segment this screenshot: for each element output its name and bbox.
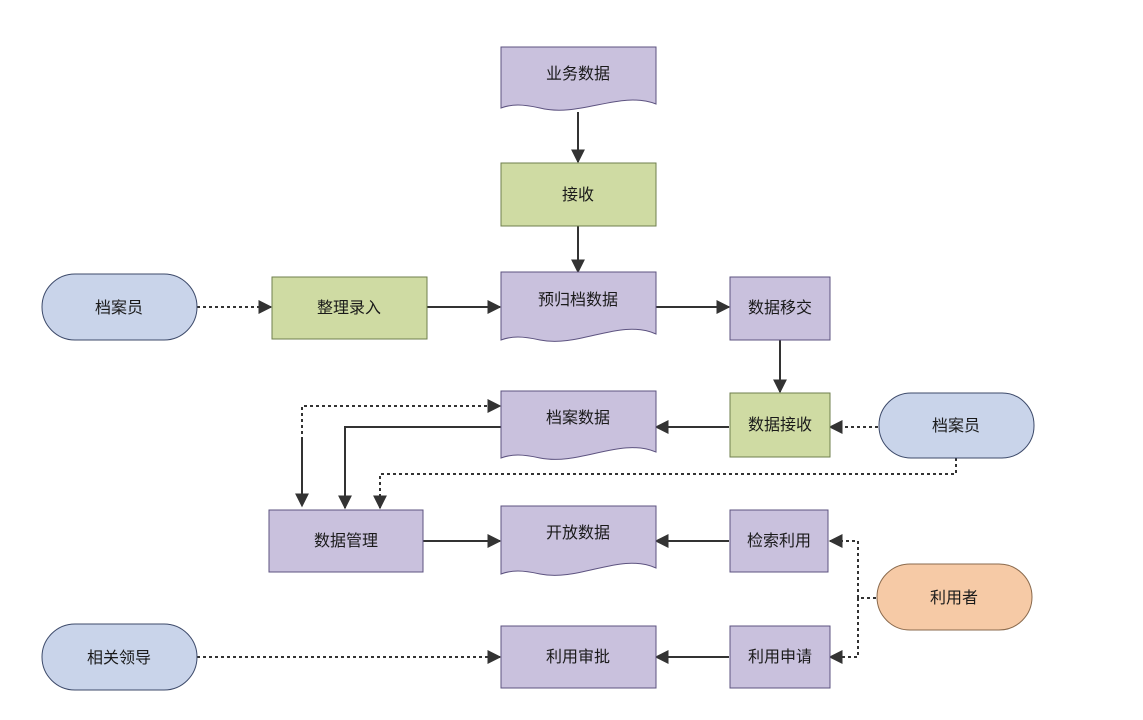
node-use-approval-label: 利用审批 bbox=[546, 647, 610, 666]
node-data-management[interactable]: 数据管理 bbox=[268, 509, 424, 573]
node-user-label: 利用者 bbox=[930, 588, 978, 607]
node-related-leader-label: 相关领导 bbox=[87, 648, 151, 667]
dotted-user-to-application bbox=[828, 598, 859, 664]
node-open-data[interactable]: 开放数据 bbox=[500, 505, 657, 576]
node-archivist-right[interactable]: 档案员 bbox=[878, 392, 1035, 459]
node-data-receive-label: 数据接收 bbox=[748, 415, 812, 434]
connectors-solid bbox=[338, 112, 787, 664]
connectors-dotted bbox=[197, 300, 957, 664]
node-business-data-label: 业务数据 bbox=[546, 64, 610, 83]
node-archivist-right-label: 档案员 bbox=[932, 416, 980, 435]
node-receive-label: 接收 bbox=[562, 185, 594, 204]
node-related-leader[interactable]: 相关领导 bbox=[41, 623, 198, 691]
node-pre-archive-data-label: 预归档数据 bbox=[538, 290, 618, 309]
node-user[interactable]: 利用者 bbox=[876, 563, 1033, 631]
node-archivist-top-label: 档案员 bbox=[95, 298, 143, 317]
node-data-management-label: 数据管理 bbox=[314, 531, 378, 550]
node-data-transfer-label: 数据移交 bbox=[748, 298, 812, 317]
node-use-application[interactable]: 利用申请 bbox=[729, 625, 831, 689]
node-data-transfer[interactable]: 数据移交 bbox=[729, 276, 831, 341]
node-pre-archive-data[interactable]: 预归档数据 bbox=[500, 271, 657, 342]
node-search-use[interactable]: 检索利用 bbox=[729, 509, 829, 573]
node-use-approval[interactable]: 利用审批 bbox=[500, 625, 657, 689]
node-use-application-label: 利用申请 bbox=[748, 647, 812, 666]
node-search-use-label: 检索利用 bbox=[747, 531, 811, 550]
node-business-data[interactable]: 业务数据 bbox=[500, 46, 657, 111]
node-receive[interactable]: 接收 bbox=[500, 162, 657, 227]
node-archive-data[interactable]: 档案数据 bbox=[500, 390, 657, 460]
node-organize-input-label: 整理录入 bbox=[317, 298, 381, 317]
node-archive-data-label: 档案数据 bbox=[546, 408, 610, 427]
node-data-receive[interactable]: 数据接收 bbox=[729, 392, 831, 458]
dotted-user-to-search bbox=[828, 534, 859, 598]
dotted-management-to-archive bbox=[301, 399, 502, 500]
node-organize-input[interactable]: 整理录入 bbox=[271, 276, 428, 340]
node-open-data-label: 开放数据 bbox=[546, 523, 610, 542]
dotted-archivist-to-management bbox=[373, 458, 957, 510]
node-archivist-top[interactable]: 档案员 bbox=[41, 273, 198, 341]
arrow-archive-to-management bbox=[338, 426, 501, 510]
